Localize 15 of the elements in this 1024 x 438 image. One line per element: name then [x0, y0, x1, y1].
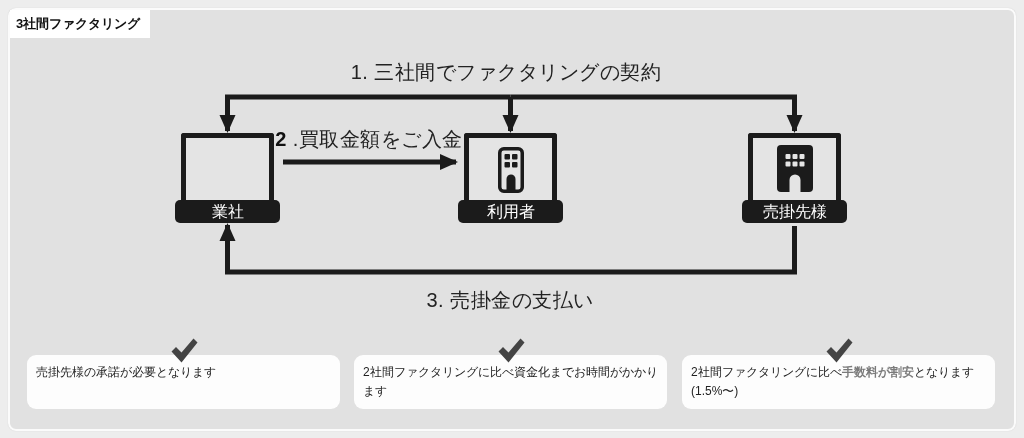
- note-card: 売掛先様の承諾が必要となります: [27, 355, 340, 409]
- note-card: 2社間ファクタリングに比べ資金化までお時間がかかります: [354, 355, 667, 409]
- note-card: 2社間ファクタリングに比べ手数料が割安となります(1.5%〜): [682, 355, 995, 409]
- arrow: [219, 94, 511, 133]
- edge-label: 1. 三社間でファクタリングの契約: [350, 60, 662, 84]
- arrow: [510, 94, 803, 133]
- edge-label: 2 .買取金額をご入金: [275, 127, 463, 151]
- arrow: [502, 94, 519, 133]
- laptop-label: 利用者: [458, 200, 563, 223]
- arrow: [283, 154, 458, 170]
- arrow: [219, 223, 797, 275]
- laptop-label: 売掛先様: [742, 200, 847, 223]
- title-tab: 3社間ファクタリング: [10, 10, 150, 38]
- edge-label: 3. 売掛金の支払い: [426, 288, 594, 312]
- laptop-label: 業社: [175, 200, 280, 223]
